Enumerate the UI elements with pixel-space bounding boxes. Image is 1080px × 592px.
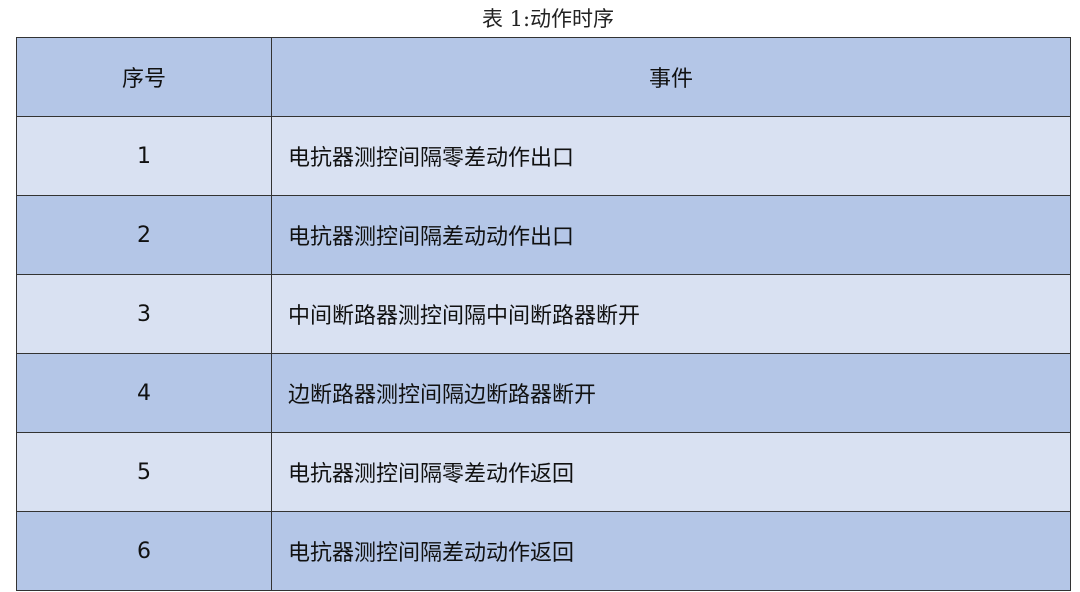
row-event: 电抗器测控间隔零差动作出口 — [271, 116, 1071, 196]
row-event: 电抗器测控间隔差动动作出口 — [271, 195, 1071, 275]
row-event: 边断路器测控间隔边断路器断开 — [271, 353, 1071, 433]
row-index: 3 — [16, 274, 272, 354]
table-row: 4 边断路器测控间隔边断路器断开 — [16, 353, 1071, 433]
header-index: 序号 — [16, 37, 272, 117]
row-event: 电抗器测控间隔零差动作返回 — [271, 432, 1071, 512]
action-sequence-table: 序号 事件 1 电抗器测控间隔零差动作出口 2 电抗器测控间隔差动动作出口 3 … — [16, 37, 1071, 591]
row-index: 1 — [16, 116, 272, 196]
row-index: 6 — [16, 511, 272, 591]
header-event: 事件 — [271, 37, 1071, 117]
table-row: 2 电抗器测控间隔差动动作出口 — [16, 195, 1071, 275]
row-index: 2 — [16, 195, 272, 275]
row-event: 电抗器测控间隔差动动作返回 — [271, 511, 1071, 591]
row-index: 4 — [16, 353, 272, 433]
table-row: 1 电抗器测控间隔零差动作出口 — [16, 116, 1071, 196]
table-row: 6 电抗器测控间隔差动动作返回 — [16, 511, 1071, 591]
table-caption: 表 1:动作时序 — [481, 7, 615, 31]
row-event: 中间断路器测控间隔中间断路器断开 — [271, 274, 1071, 354]
row-index: 5 — [16, 432, 272, 512]
table-header-row: 序号 事件 — [16, 37, 1071, 117]
table-row: 3 中间断路器测控间隔中间断路器断开 — [16, 274, 1071, 354]
table-row: 5 电抗器测控间隔零差动作返回 — [16, 432, 1071, 512]
